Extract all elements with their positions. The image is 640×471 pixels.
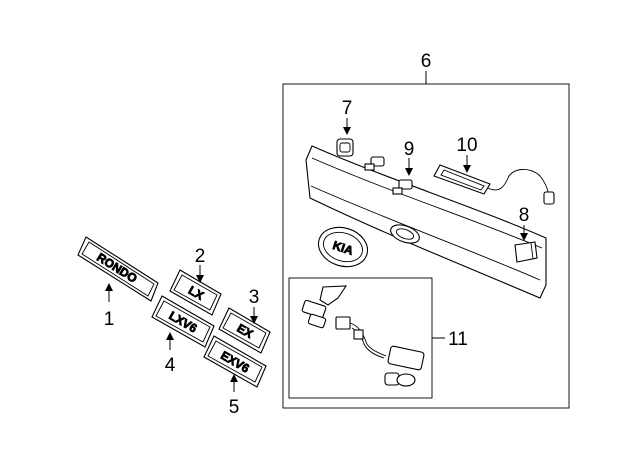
callout-5: 5 (229, 397, 240, 418)
license-lamp-assembly (301, 285, 425, 387)
ex-emblem: EX (218, 307, 271, 354)
callout-3: 3 (249, 287, 260, 308)
tailgate-garnish (305, 145, 547, 299)
retaining-clip (514, 241, 538, 263)
screw-2 (392, 179, 413, 195)
callout-11: 11 (448, 329, 468, 350)
grommet (336, 138, 354, 157)
callout-6: 6 (421, 51, 432, 72)
callout-9: 9 (404, 139, 415, 160)
callout-2: 2 (195, 246, 206, 267)
lx-emblem: LX (169, 269, 222, 316)
callout-10: 10 (456, 135, 477, 156)
screw-1 (364, 156, 385, 171)
callout-1: 1 (104, 309, 115, 330)
callout-8: 8 (519, 205, 530, 226)
lxv6-emblem: LXV6 (151, 295, 215, 348)
kia-emblem: KIA (317, 226, 369, 268)
kia-emblem-text: KIA (331, 238, 355, 258)
rondo-emblem: RONDO (77, 236, 159, 302)
callout-7: 7 (342, 98, 353, 119)
callout-4: 4 (165, 355, 176, 376)
license-lamp-harness (433, 164, 555, 205)
